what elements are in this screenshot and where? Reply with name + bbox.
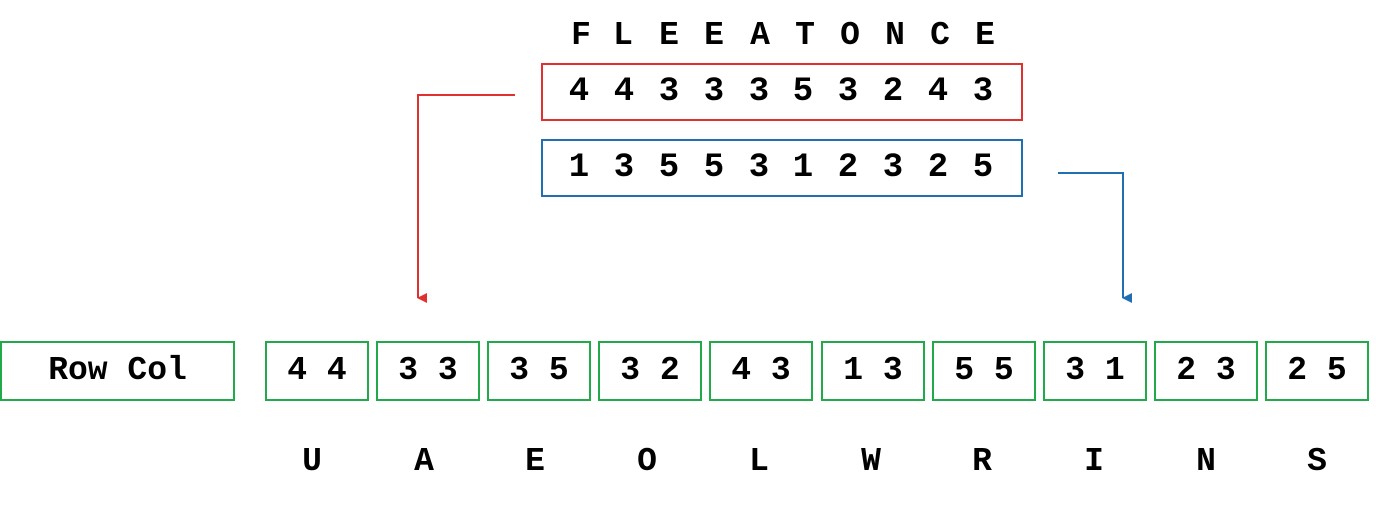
plaintext-letter: W [861,443,881,480]
keyword-letter: O [840,17,860,54]
plaintext-letter: U [302,443,322,480]
keyword-letter: C [930,17,950,54]
plaintext-letter: I [1084,443,1104,480]
row-sequence-digit: 5 [792,73,814,111]
col-sequence-digit: 5 [703,149,725,187]
col-sequence-digit: 2 [927,149,949,187]
keyword-letter: N [885,17,905,54]
keyword-letter: L [613,17,633,54]
col-sequence-digit: 3 [882,149,904,187]
row-sequence-digit: 3 [972,73,994,111]
row-sequence-digit: 2 [882,73,904,111]
plaintext-letter: S [1307,443,1327,480]
col-sequence-digit: 3 [748,149,770,187]
coordinate-pair-box: 2 5 [1265,341,1369,401]
coordinate-pair-box: 5 5 [932,341,1036,401]
col-sequence-digit: 2 [837,149,859,187]
col-sequence-arrow [1058,172,1132,303]
plaintext-letter: E [525,443,545,480]
col-sequence-digit: 5 [658,149,680,187]
row-sequence-digit: 3 [658,73,680,111]
coordinate-pair-box: 1 3 [821,341,925,401]
col-sequence-digit: 1 [792,149,814,187]
row-sequence-digit: 4 [568,73,590,111]
plaintext-letter: L [749,443,769,480]
keyword-letter: E [659,17,679,54]
coordinate-pair-box: 2 3 [1154,341,1258,401]
row-sequence-digit: 3 [703,73,725,111]
row-sequence-digit: 3 [837,73,859,111]
plaintext-letter: A [414,443,434,480]
row-col-header-box: Row Col [0,341,235,401]
coordinate-pair-box: 4 3 [709,341,813,401]
keyword-letter: A [750,17,770,54]
col-sequence-digit: 3 [613,149,635,187]
col-sequence-digit: 1 [568,149,590,187]
keyword-letter: E [975,17,995,54]
coordinate-pair-box: 4 4 [265,341,369,401]
plaintext-letter: R [972,443,992,480]
plaintext-letter: O [637,443,657,480]
col-sequence-digit: 5 [972,149,994,187]
row-sequence-arrow [417,94,515,303]
coordinate-pair-box: 3 1 [1043,341,1147,401]
plaintext-letter: N [1196,443,1216,480]
coordinate-pair-box: 3 5 [487,341,591,401]
row-sequence-digit: 3 [748,73,770,111]
keyword-letter: F [571,17,591,54]
keyword-letter: T [795,17,815,54]
coordinate-pair-box: 3 2 [598,341,702,401]
row-sequence-digit: 4 [613,73,635,111]
coordinate-pair-box: 3 3 [376,341,480,401]
keyword-letter: E [704,17,724,54]
row-sequence-digit: 4 [927,73,949,111]
